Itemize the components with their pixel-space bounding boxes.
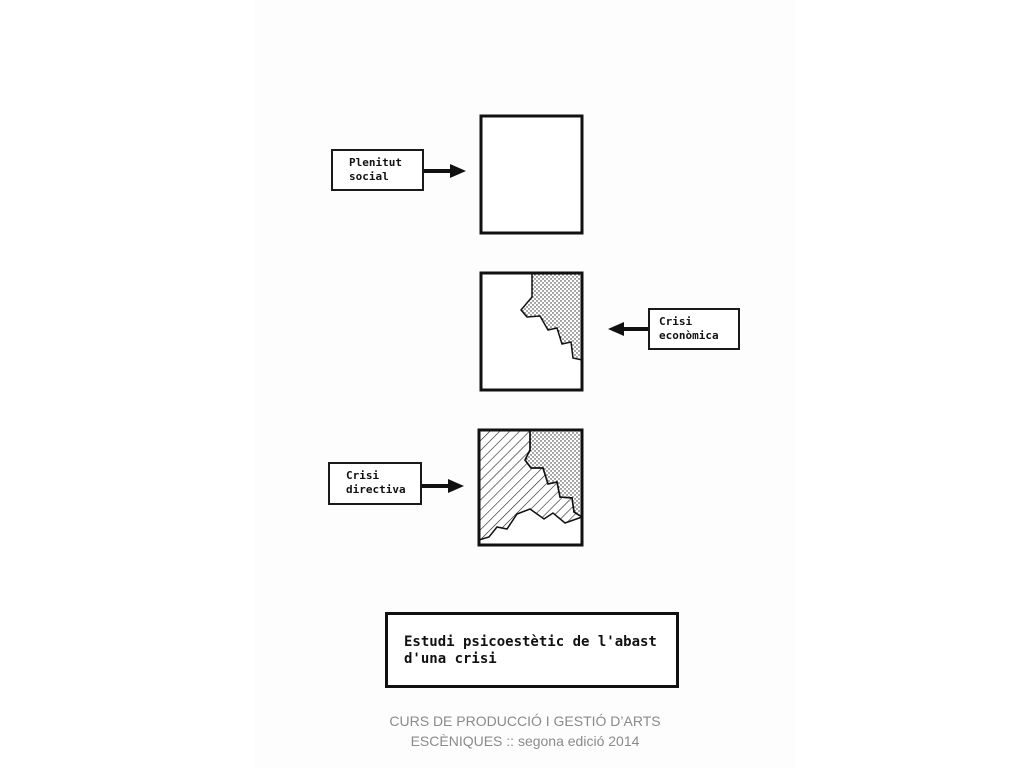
label-plenitud-social: Plenitut social: [331, 149, 424, 191]
arrow-directiva: [422, 479, 464, 493]
diagram-title-box: Estudi psicoestètic de l'abast d'una cri…: [385, 612, 679, 688]
title-line2: d'una crisi: [404, 651, 497, 667]
directive-crisis-region: [478, 429, 584, 542]
panel-economica: [479, 271, 584, 392]
panel-plenitud: [479, 114, 584, 235]
label-directiva-line2: directiva: [346, 483, 406, 496]
label-plenitud-line1: Plenitut: [349, 156, 402, 169]
label-plenitud-line2: social: [349, 170, 389, 183]
course-footer: CURS DE PRODUCCIÓ I GESTIÓ D’ARTS ESCÈNI…: [255, 711, 795, 751]
title-line1: Estudi psicoestètic de l'abast: [404, 634, 657, 650]
arrow-economica: [608, 322, 648, 336]
label-economica-line1: Crisi: [659, 315, 693, 328]
panel-directiva: [477, 428, 584, 547]
label-crisi-economica: Crisi econòmica: [648, 308, 740, 350]
label-directiva-line1: Crisi: [346, 469, 380, 482]
label-crisi-directiva: Crisi directiva: [328, 462, 422, 505]
footer-line1: CURS DE PRODUCCIÓ I GESTIÓ D’ARTS: [389, 713, 661, 729]
footer-line2: ESCÈNIQUES :: segona edició 2014: [410, 733, 640, 749]
arrow-plenitud: [424, 164, 466, 178]
label-economica-line2: econòmica: [659, 329, 719, 342]
